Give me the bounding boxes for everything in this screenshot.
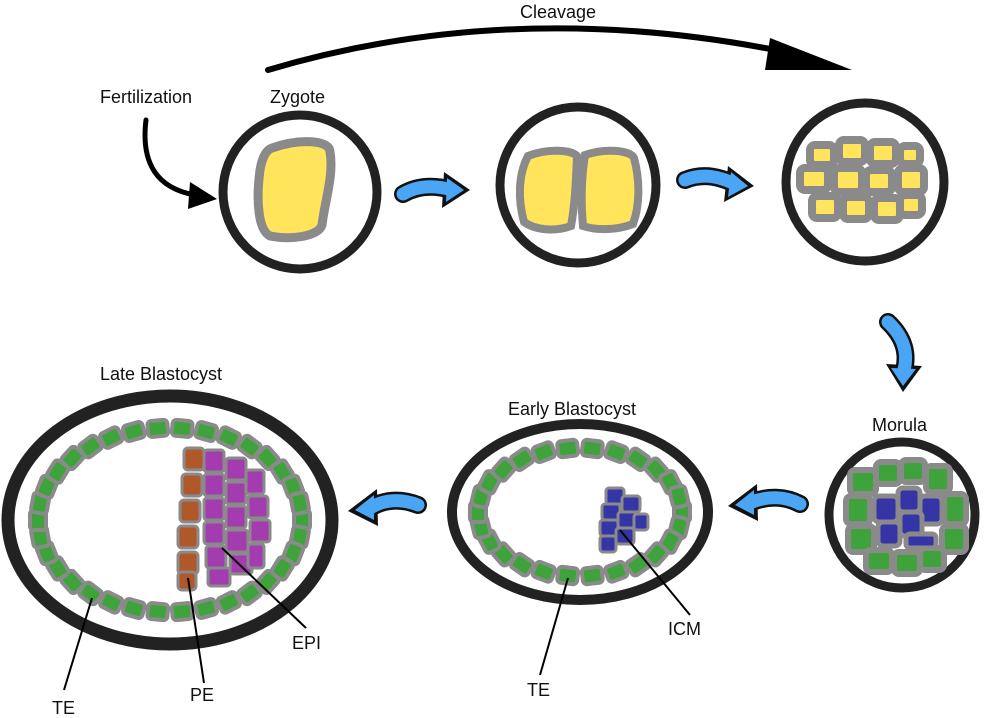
- trophectoderm-cell: [98, 425, 125, 450]
- epiblast: [202, 448, 272, 588]
- epi-pointer: [221, 547, 307, 629]
- cleavage-arrow: [265, 25, 852, 73]
- pe-pointer: [187, 577, 205, 684]
- trophectoderm-cell: [236, 580, 263, 607]
- early-blastocyst-embryo: [447, 419, 713, 676]
- trophectoderm-cell: [193, 597, 219, 620]
- trophectoderm-cell: [288, 490, 311, 516]
- late-blastocyst-label: Late Blastocyst: [100, 364, 222, 384]
- trophectoderm-cell: [98, 590, 125, 615]
- transition-arrow-5: [348, 489, 427, 526]
- blastomere-right: [577, 146, 643, 234]
- late-trophectoderm-ring: [28, 417, 312, 623]
- fertilization-label: Fertilization: [100, 87, 192, 107]
- trophectoderm-cell: [579, 564, 605, 587]
- te-early-pointer: [539, 577, 569, 676]
- trophectoderm-cell: [555, 437, 581, 460]
- blastomere-left: [515, 146, 582, 234]
- morula-embryo: [824, 437, 980, 593]
- morula-label: Morula: [872, 415, 928, 435]
- zygote-cell: [253, 137, 336, 243]
- trophectoderm-cell: [530, 559, 557, 584]
- trophectoderm-cell: [77, 433, 104, 460]
- epi-label: EPI: [292, 633, 321, 653]
- transition-arrow-4: [728, 484, 809, 521]
- trophectoderm-cell: [603, 440, 630, 465]
- trophectoderm-cell: [530, 440, 557, 465]
- trophectoderm-cell: [121, 420, 147, 443]
- pe-label: PE: [190, 685, 214, 705]
- zygote-embryo: [218, 110, 382, 274]
- te-late-label: TE: [52, 698, 75, 718]
- trophectoderm-cell: [121, 597, 147, 620]
- te-late-pointer: [63, 597, 93, 691]
- trophectoderm-cell: [508, 446, 536, 472]
- trophectoderm-cell: [603, 559, 630, 584]
- trophectoderm-cell: [579, 437, 605, 460]
- trophectoderm-cell: [145, 417, 171, 439]
- trophectoderm-cell: [215, 425, 242, 450]
- late-blastocyst-embryo: [1, 389, 339, 691]
- primitive-endoderm: [176, 446, 206, 592]
- two-cell-embryo: [495, 102, 661, 268]
- trophectoderm-cell: [667, 483, 691, 510]
- icm-label: ICM: [668, 619, 701, 639]
- trophectoderm-cell: [169, 417, 195, 439]
- icm-pointer: [619, 529, 691, 616]
- cleavage-stage-embryo: [781, 98, 949, 266]
- early-blastocyst-label: Early Blastocyst: [508, 399, 636, 419]
- te-early-label: TE: [527, 680, 550, 700]
- transition-arrow-1: [394, 172, 470, 208]
- early-trophectoderm-ring: [468, 437, 692, 587]
- trophectoderm-cell: [145, 601, 171, 623]
- trophectoderm-cell: [193, 420, 219, 443]
- transition-arrow-3: [879, 313, 922, 392]
- trophectoderm-cell: [215, 590, 242, 615]
- cleavage-label: Cleavage: [520, 2, 596, 22]
- zygote-label: Zygote: [270, 87, 325, 107]
- trophectoderm-cell: [169, 601, 195, 623]
- transition-arrow-2: [676, 166, 754, 202]
- fertilization-arrow: [142, 117, 217, 209]
